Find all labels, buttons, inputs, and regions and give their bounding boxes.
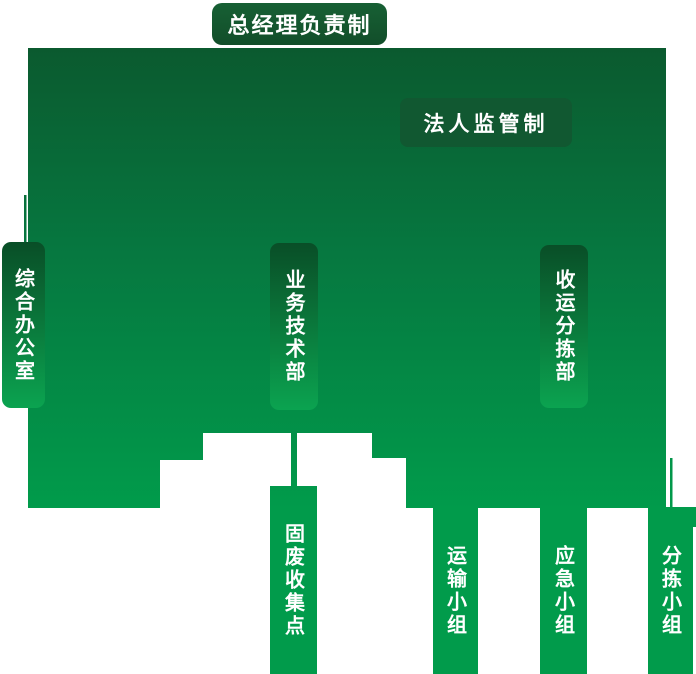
team-box-solid-waste-collection: 固废收集点 [270,486,317,674]
supervision-box-label: 法人监管制 [423,111,549,136]
main-green-panel [28,48,666,508]
dept-label: 综合办公室 [11,267,36,383]
right-edge-tab [693,507,696,527]
dept-box-collection-sorting: 收运分拣部 [540,245,588,408]
team-label: 分拣小组 [658,544,683,637]
team-1-box-bg [433,507,478,674]
team-box-emergency: 应急小组 [540,507,587,674]
team-label: 应急小组 [551,544,576,637]
left-connector-line [24,195,27,243]
team-2-box-bg [540,507,587,674]
team-0-box-bg [270,486,317,674]
team-box-transport: 运输小组 [433,507,478,674]
team-label: 固废收集点 [281,522,306,638]
supervision-box: 法人监管制 [400,98,572,147]
dept-box-general-office: 综合办公室 [2,242,45,408]
title-box: 总经理负责制 [212,3,387,45]
team-3-box-bg [648,507,693,674]
team-label: 运输小组 [443,544,468,637]
team-box-sorting: 分拣小组 [648,507,693,674]
dept-box-business-technology: 业务技术部 [270,243,318,410]
right-connector-line [670,458,673,508]
dept-label: 业务技术部 [282,269,306,384]
title-box-label: 总经理负责制 [227,14,372,39]
dept-label: 收运分拣部 [552,269,576,384]
